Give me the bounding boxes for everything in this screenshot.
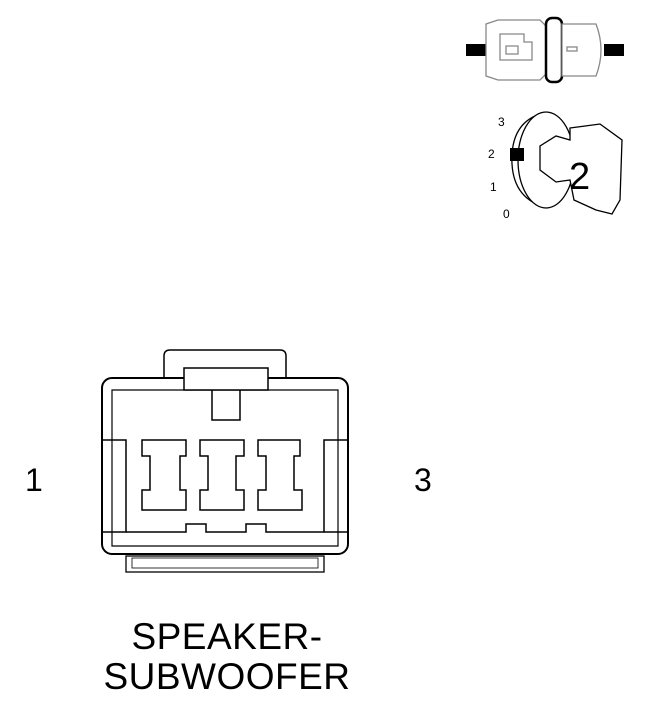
connector-title-line2: SUBWOOFER (103, 656, 351, 697)
key-position-icon (510, 111, 623, 215)
connector-face-view-icon (101, 349, 349, 573)
position-label-2: 2 (488, 147, 495, 161)
key-number: 2 (569, 156, 591, 198)
position-label-0: 0 (503, 207, 510, 221)
position-label-3: 3 (498, 115, 505, 129)
position-label-1: 1 (490, 180, 497, 194)
cavity-3 (257, 439, 303, 511)
connector-title: SPEAKER- SUBWOOFER (0, 617, 454, 697)
connector-side-view-icon (466, 16, 624, 84)
pin-label-right: 3 (414, 462, 432, 498)
cavity-2 (199, 439, 245, 511)
pin-cavities (141, 439, 303, 511)
cavity-1 (141, 439, 187, 511)
connector-title-line1: SPEAKER- (131, 616, 323, 657)
pin-label-left: 1 (25, 462, 43, 498)
